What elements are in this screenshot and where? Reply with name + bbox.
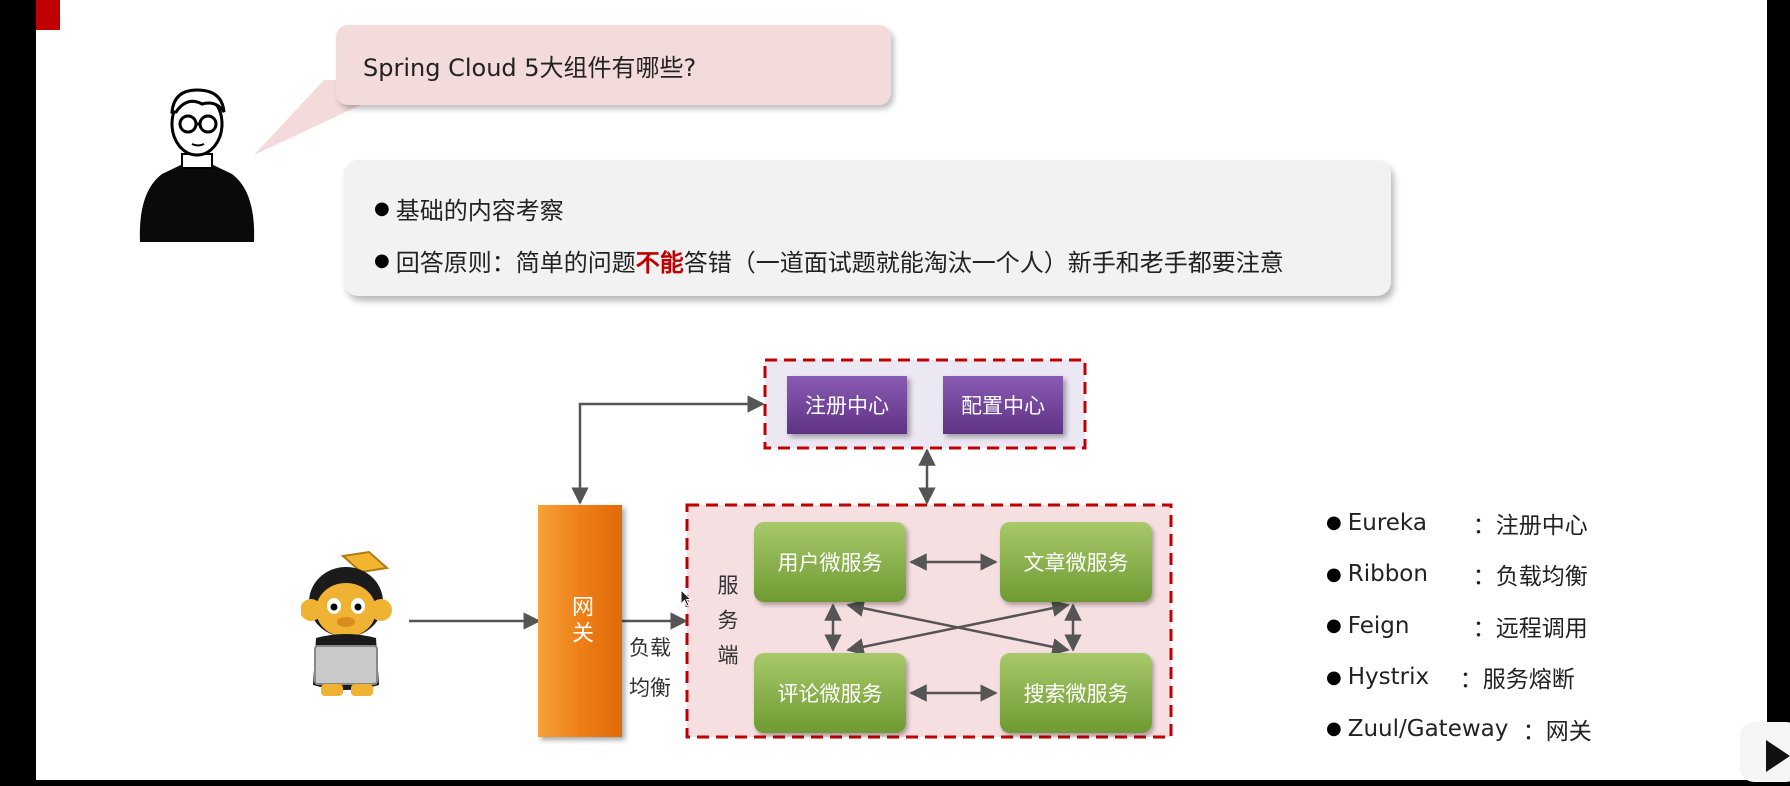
article-service-node: 文章微服务 (1000, 522, 1152, 602)
play-icon (1766, 740, 1790, 772)
info-line-1: ● 基础的内容考察 (374, 182, 1391, 234)
server-side-label: 服务端 (715, 574, 739, 679)
component-item: ● Zuul/Gateway ：网关 (1326, 703, 1592, 755)
bullet-icon: ● (1326, 615, 1342, 637)
component-name: Feign (1347, 612, 1410, 639)
component-name: Ribbon (1347, 561, 1428, 588)
load-balance-label-1: 负载 (629, 636, 671, 660)
bullet-icon: ● (1326, 666, 1342, 688)
component-item: ● Feign ：远程调用 (1326, 600, 1592, 652)
question-text: Spring Cloud 5大组件有哪些? (363, 53, 697, 82)
bullet-icon: ● (1326, 563, 1342, 585)
component-item: ● Ribbon ：负载均衡 (1326, 549, 1592, 601)
component-desc: ：负载均衡 (1472, 564, 1588, 591)
component-desc: ：网关 (1522, 718, 1592, 745)
component-name: Eureka (1347, 509, 1427, 536)
bullet-icon: ● (1326, 512, 1342, 534)
bullet-icon: ● (374, 249, 390, 271)
bullet-icon: ● (1326, 718, 1342, 740)
info-text-2-prefix: 回答原则：简单的问题 (395, 248, 636, 277)
info-text-2-suffix: 答错（一道面试题就能淘汰一个人）新手和老手都要注意 (683, 248, 1284, 277)
teacher-icon (139, 88, 255, 242)
component-desc: ：远程调用 (1472, 615, 1588, 642)
component-name: Hystrix (1347, 664, 1430, 691)
search-service-node: 搜索微服务 (1000, 653, 1152, 733)
info-text-1: 基础的内容考察 (395, 196, 564, 225)
info-line-2: ● 回答原则：简单的问题不能答错（一道面试题就能淘汰一个人）新手和老手都要注意 (374, 234, 1391, 286)
component-item: ● Hystrix ：服务熔断 (1326, 652, 1592, 704)
info-text-2-emphasis: 不能 (635, 248, 684, 277)
component-item: ● Eureka ：注册中心 (1326, 497, 1592, 549)
slide: Spring Cloud 5大组件有哪些? ● 基础的内容考察 ● 回答原则：简… (36, 0, 1767, 780)
load-balance-label-2: 均衡 (629, 676, 671, 700)
article-comment-arrow (846, 599, 1070, 656)
play-button[interactable] (1740, 722, 1790, 782)
client-mascot-icon (301, 550, 392, 696)
user-service-node: 用户微服务 (754, 522, 906, 602)
question-bubble: Spring Cloud 5大组件有哪些? (336, 25, 891, 105)
config-center-node: 配置中心 (943, 376, 1063, 434)
component-desc: ：服务熔断 (1459, 667, 1575, 694)
corner-mark (36, 0, 60, 30)
gateway-config-arrow (571, 395, 765, 505)
gateway-node: 网关 (538, 505, 622, 737)
component-list: ● Eureka ：注册中心 ● Ribbon ：负载均衡 ● Feign ：远… (1326, 497, 1592, 755)
registry-center-node: 注册中心 (787, 376, 907, 434)
comment-service-node: 评论微服务 (754, 653, 906, 733)
component-name: Zuul/Gateway (1347, 715, 1509, 742)
mouse-cursor-icon (680, 588, 693, 607)
component-desc: ：注册中心 (1472, 512, 1588, 539)
principle-box: ● 基础的内容考察 ● 回答原则：简单的问题不能答错（一道面试题就能淘汰一个人）… (344, 160, 1391, 296)
bullet-icon: ● (374, 197, 390, 219)
